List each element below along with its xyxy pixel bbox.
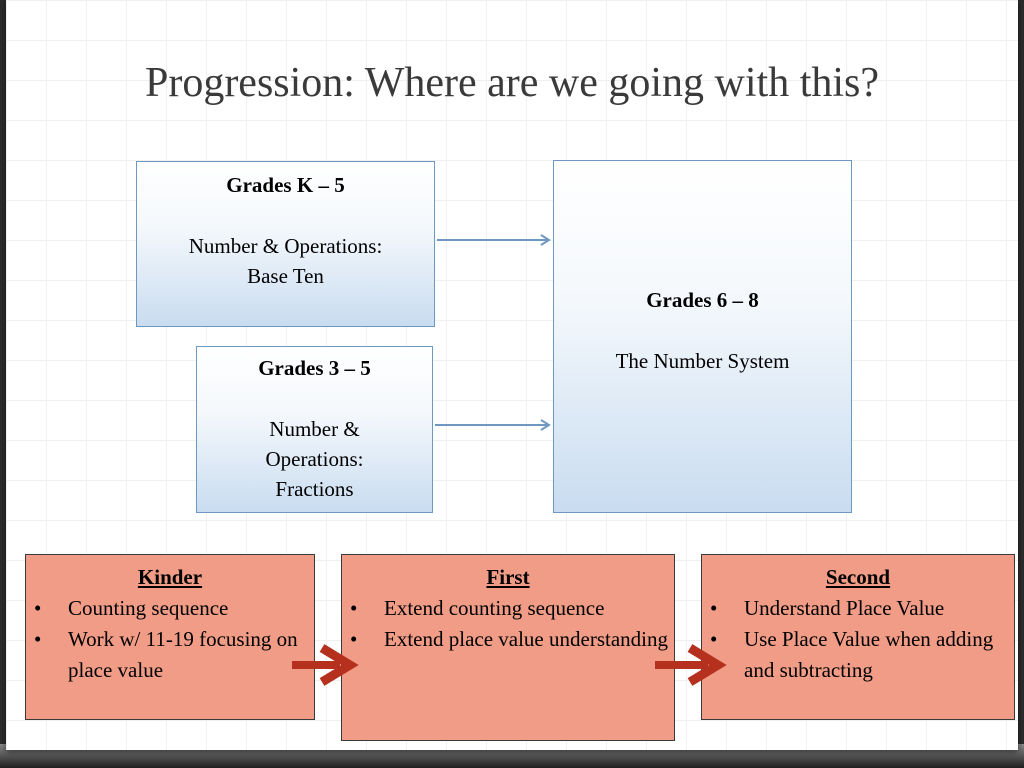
first-item: Extend place value understanding: [350, 624, 674, 655]
grades-k5-box: Grades K – 5 Number & Operations: Base T…: [136, 161, 435, 327]
grades-3-5-box: Grades 3 – 5 Number & Operations: Fracti…: [196, 346, 433, 513]
grades-k5-heading: Grades K – 5: [226, 173, 345, 197]
second-box: Second Understand Place Value Use Place …: [701, 554, 1015, 720]
kinder-item: Work w/ 11-19 focusing on place value: [34, 624, 314, 686]
grades-3-5-heading: Grades 3 – 5: [258, 356, 371, 380]
grades-3-5-line3: Fractions: [275, 477, 354, 501]
second-list: Understand Place Value Use Place Value w…: [702, 593, 1014, 686]
first-box: First Extend counting sequence Extend pl…: [341, 554, 675, 741]
grades-3-5-line1: Number &: [269, 417, 360, 441]
first-heading: First: [486, 565, 530, 589]
second-item: Use Place Value when adding and subtract…: [710, 624, 1014, 686]
grades-k5-line1: Number & Operations:: [188, 234, 383, 258]
grades-3-5-line2: Operations:: [265, 447, 364, 471]
first-list: Extend counting sequence Extend place va…: [342, 593, 674, 655]
slide-title: Progression: Where are we going with thi…: [144, 60, 880, 106]
grades-6-8-heading: Grades 6 – 8: [646, 288, 759, 312]
grades-k5-line2: Base Ten: [247, 264, 324, 288]
second-item: Understand Place Value: [710, 593, 1014, 624]
grades-6-8-box: Grades 6 – 8 The Number System: [553, 160, 852, 513]
kinder-heading: Kinder: [137, 565, 203, 589]
kinder-box: Kinder Counting sequence Work w/ 11-19 f…: [25, 554, 315, 720]
grades-6-8-line1: The Number System: [615, 349, 790, 373]
first-item: Extend counting sequence: [350, 593, 674, 624]
kinder-list: Counting sequence Work w/ 11-19 focusing…: [26, 593, 314, 686]
kinder-item: Counting sequence: [34, 593, 314, 624]
second-heading: Second: [825, 565, 891, 589]
